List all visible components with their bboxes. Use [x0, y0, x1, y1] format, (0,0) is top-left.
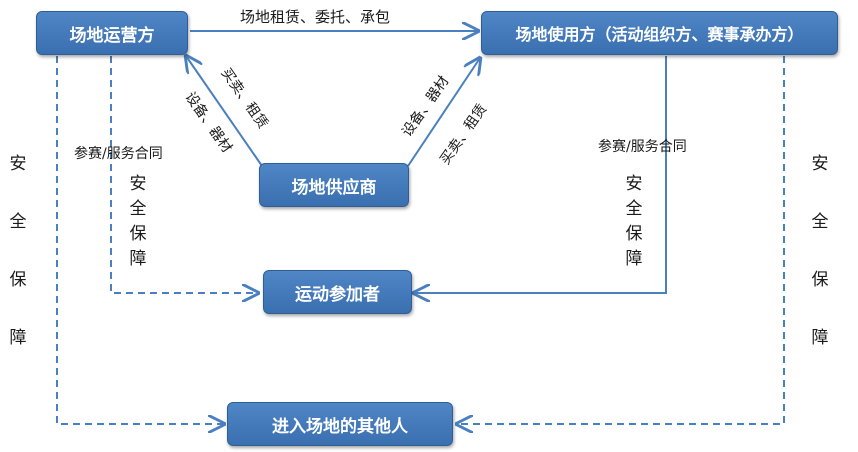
edge-operator-to-participants: [110, 56, 258, 293]
label-left-safety-outer: 安全保障: [9, 154, 27, 348]
edge-user-to-participants: [414, 56, 667, 293]
node-participants: 运动参加者: [263, 270, 412, 314]
label-right-safety-outer: 安全保障: [811, 154, 829, 348]
edge-supplier-to-operator: [186, 56, 263, 167]
edge-user-to-others: [457, 56, 785, 424]
node-venue-supplier: 场地供应商: [259, 163, 409, 207]
node-venue-operator: 场地运营方: [36, 11, 188, 55]
node-venue-user: 场地使用方（活动组织方、赛事承办方）: [481, 11, 838, 55]
label-user-safety-inner: 安全保障: [625, 174, 643, 269]
label-operator-safety-inner: 安全保障: [129, 174, 147, 269]
label-operator-contract: 参赛/服务合同: [74, 146, 163, 162]
edge-supplier-to-user: [407, 58, 480, 167]
node-other-entrants: 进入场地的其他人: [227, 402, 453, 446]
edge-operator-to-others: [56, 56, 224, 424]
label-operator-to-user: 场地租赁、委托、承包: [240, 8, 391, 26]
label-user-contract: 参赛/服务合同: [598, 139, 687, 155]
